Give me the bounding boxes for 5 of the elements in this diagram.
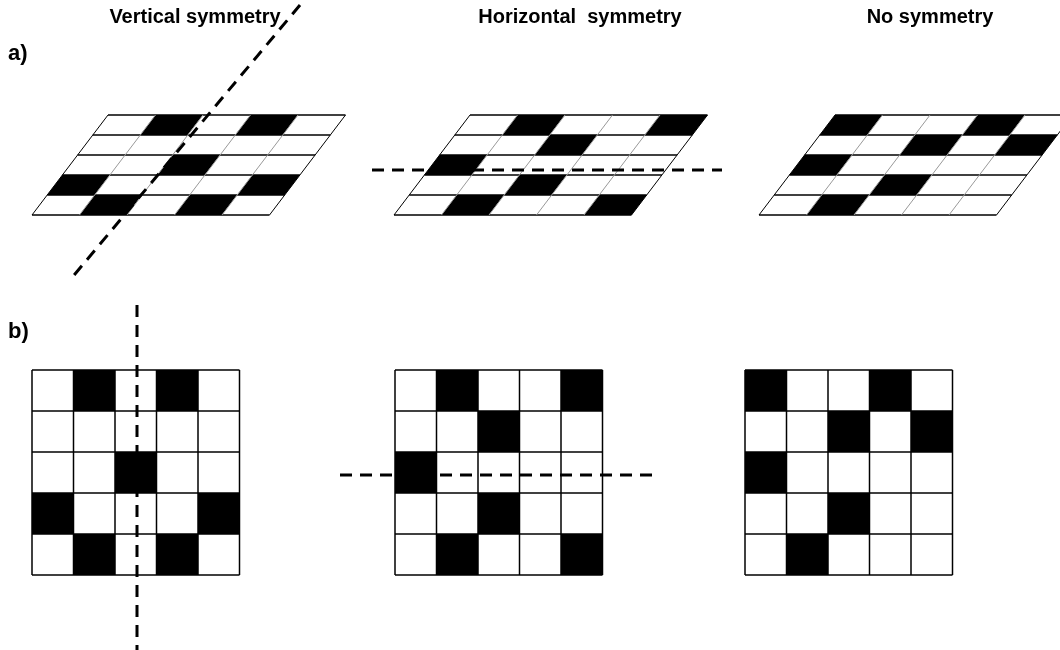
column-heading: Horizontal symmetry	[478, 5, 682, 28]
panel-label: a)	[8, 40, 28, 66]
panel-label: b)	[8, 318, 29, 344]
column-heading: No symmetry	[866, 5, 994, 28]
column-heading: Vertical symmetry	[109, 5, 281, 28]
